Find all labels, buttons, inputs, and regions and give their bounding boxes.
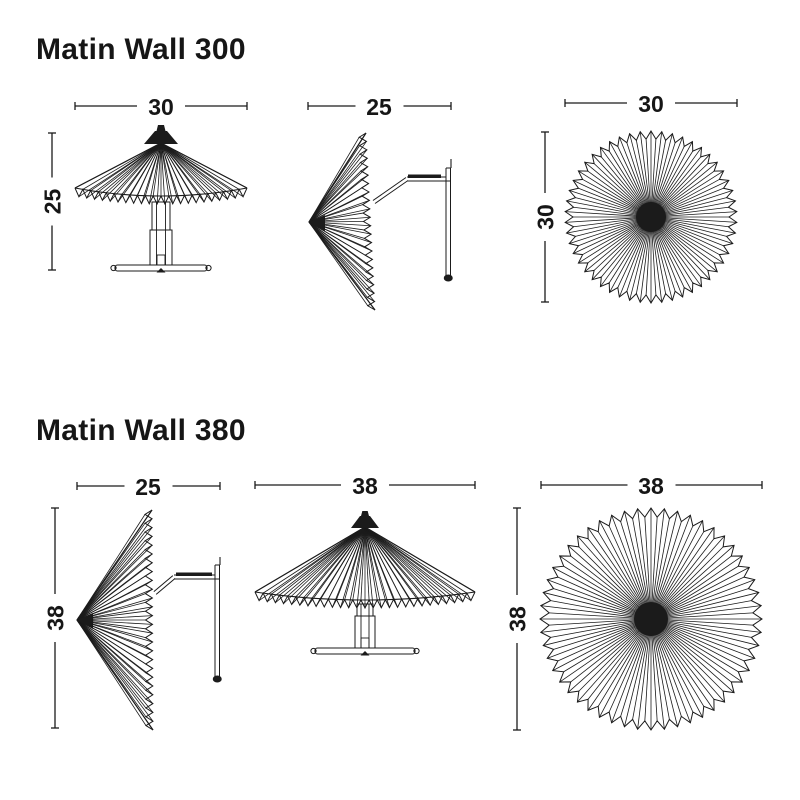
- depth-dimension-label: 25: [135, 474, 161, 500]
- vertical-dimension-line: [541, 131, 549, 303]
- section-title-matin-wall-380: Matin Wall 380: [36, 414, 246, 447]
- front-view-drawing: [254, 481, 476, 656]
- diameter-dimension-label: 30: [638, 91, 664, 117]
- vertical-dimension-line: [48, 132, 56, 271]
- matin-wall-300-front-view: 30 25: [40, 94, 248, 273]
- diameter-dimension-label: 38: [638, 473, 664, 499]
- horizontal-dimension-line: [540, 481, 763, 489]
- side-view-drawing: [307, 102, 453, 311]
- vertical-dimension-line: [51, 507, 59, 729]
- lamp-front-drawing: [74, 125, 248, 273]
- top-view-drawing: [541, 99, 738, 304]
- matin-wall-300-side-view: 25: [307, 94, 453, 311]
- height-dimension-label: 38: [43, 605, 69, 631]
- depth-dimension-label: 25: [366, 94, 392, 120]
- vertical-dimension-line: [513, 507, 521, 731]
- height-dimension-label: 25: [40, 189, 66, 215]
- horizontal-dimension-line: [307, 102, 452, 110]
- diameter-dimension-label-vertical: 38: [505, 606, 531, 632]
- diameter-dimension-label-vertical: 30: [533, 204, 559, 230]
- lamp-side-drawing: [308, 132, 453, 311]
- lamp-top-drawing: [564, 130, 738, 304]
- horizontal-dimension-line: [76, 482, 221, 490]
- lamp-top-drawing: [539, 507, 763, 731]
- horizontal-dimension-line: [254, 481, 476, 489]
- matin-wall-300-top-view: 30 30: [533, 91, 738, 304]
- side-view-drawing: [51, 482, 222, 731]
- horizontal-dimension-line: [564, 99, 738, 107]
- matin-wall-380-top-view: 38 38: [505, 473, 763, 731]
- front-view-drawing: [48, 102, 248, 273]
- top-view-drawing: [513, 481, 763, 731]
- section-title-matin-wall-300: Matin Wall 300: [36, 33, 246, 66]
- width-dimension-label: 30: [148, 94, 174, 120]
- width-dimension-label: 38: [352, 473, 378, 499]
- matin-wall-380-side-view: 25 38: [43, 474, 222, 731]
- horizontal-dimension-line: [74, 102, 248, 110]
- matin-wall-380-front-view: 38: [254, 473, 476, 656]
- lamp-side-drawing: [76, 509, 222, 731]
- lamp-front-drawing: [254, 511, 476, 656]
